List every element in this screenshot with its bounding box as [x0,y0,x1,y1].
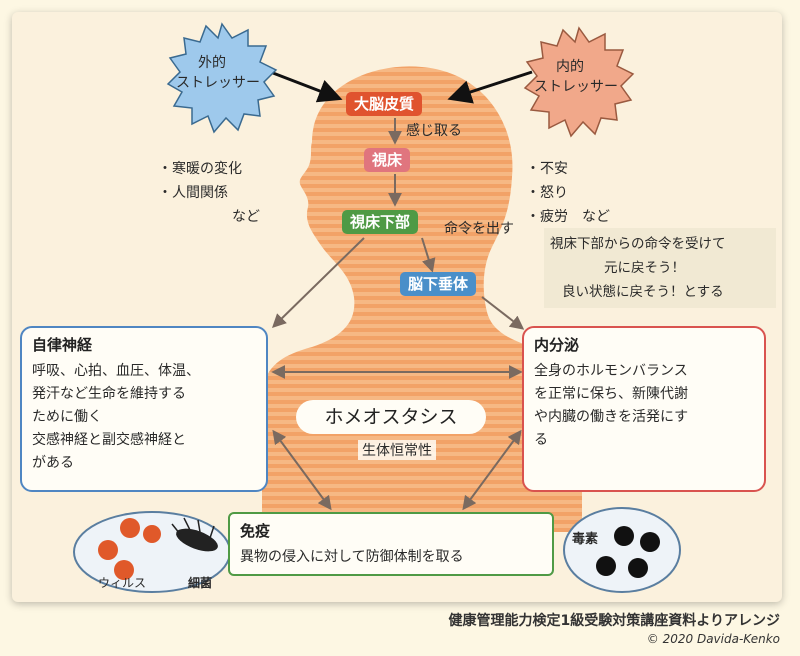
diagram-card: 外的 ストレッサー 内的 ストレッサー ・寒暖の変化 ・人間関係 など ・不安 … [12,12,782,602]
note-line-2: 元に戻そう！ [604,260,685,276]
autonomic-line-1: 呼吸、心拍、血圧、体温、 [32,363,200,379]
autonomic-line-4: 交感神経と副交感神経と [32,432,186,448]
hypothalamus-pill: 視床下部 [342,210,419,234]
thalamus-pill: 視床 [364,148,411,172]
virus-icons [98,518,161,580]
internal-example-3: ・疲労 など [526,209,610,225]
immunity-title: 免疫 [240,522,271,540]
autonomic-line-5: がある [32,455,74,471]
autonomic-box: 自律神経 呼吸、心拍、血圧、体温、発汗など生命を維持するために働く交感神経と副交… [20,326,268,492]
endocrine-line-2: を正常に保ち、新陳代謝 [534,386,688,402]
external-example-2: ・人間関係 [158,185,228,201]
homeostasis-title: ホメオスタシス [296,400,486,434]
endocrine-line-1: 全身のホルモンバランス [534,363,688,379]
external-stressor-label-1: 外的 [198,55,226,71]
external-example-1: ・寒暖の変化 [158,161,242,177]
external-example-3: など [232,209,260,225]
note-line-1: 視床下部からの命令を受けて [550,236,726,252]
endocrine-title: 内分泌 [534,336,580,354]
autonomic-title: 自律神経 [32,336,93,354]
note-panel: 視床下部からの命令を受けて 元に戻そう！ 良い状態に戻そう！とする [544,228,776,308]
external-stressor-label-2: ストレッサー [176,75,260,91]
copyright: © 2020 Davida-Kenko [646,632,780,646]
toxin-label: 毒素 [572,532,599,547]
cortex-pill: 大脳皮質 [346,92,423,116]
bacteria-icon [171,517,218,552]
internal-example-2: ・怒り [526,185,568,201]
endocrine-line-4: る [534,432,548,448]
autonomic-body: 呼吸、心拍、血圧、体温、発汗など生命を維持するために働く交感神経と副交感神経とが… [32,360,200,475]
autonomic-line-2: 発汗など生命を維持する [32,386,186,402]
external-stressor-ball [166,22,278,134]
endocrine-line-3: や内臓の働きを活発にす [534,409,689,425]
internal-stressor-ball [523,26,635,138]
feel-label: 感じ取る [406,123,462,139]
note-line-3: 良い状態に戻そう！とする [562,284,724,300]
pituitary-pill: 脳下垂体 [400,272,477,296]
internal-example-1: ・不安 [526,161,568,177]
toxin-icons [596,526,660,578]
command-label: 命令を出す [444,221,514,237]
virus-label: ウィルス [98,576,147,590]
endocrine-box: 内分泌 全身のホルモンバランスを正常に保ち、新陳代謝や内臓の働きを活発にする [522,326,766,492]
immunity-box: 免疫 異物の侵入に対して防御体制を取る [228,512,554,576]
endocrine-body: 全身のホルモンバランスを正常に保ち、新陳代謝や内臓の働きを活発にする [534,360,688,452]
autonomic-line-3: ために働く [32,409,102,425]
internal-stressor-label-2: ストレッサー [534,79,618,95]
bacteria-label: 細菌 [188,576,213,590]
immunity-body: 異物の侵入に対して防御体制を取る [240,549,464,565]
source-credit: 健康管理能力検定1級受験対策講座資料よりアレンジ [448,613,780,629]
internal-stressor-label-1: 内的 [556,59,584,75]
homeostasis-subtitle: 生体恒常性 [358,440,436,460]
